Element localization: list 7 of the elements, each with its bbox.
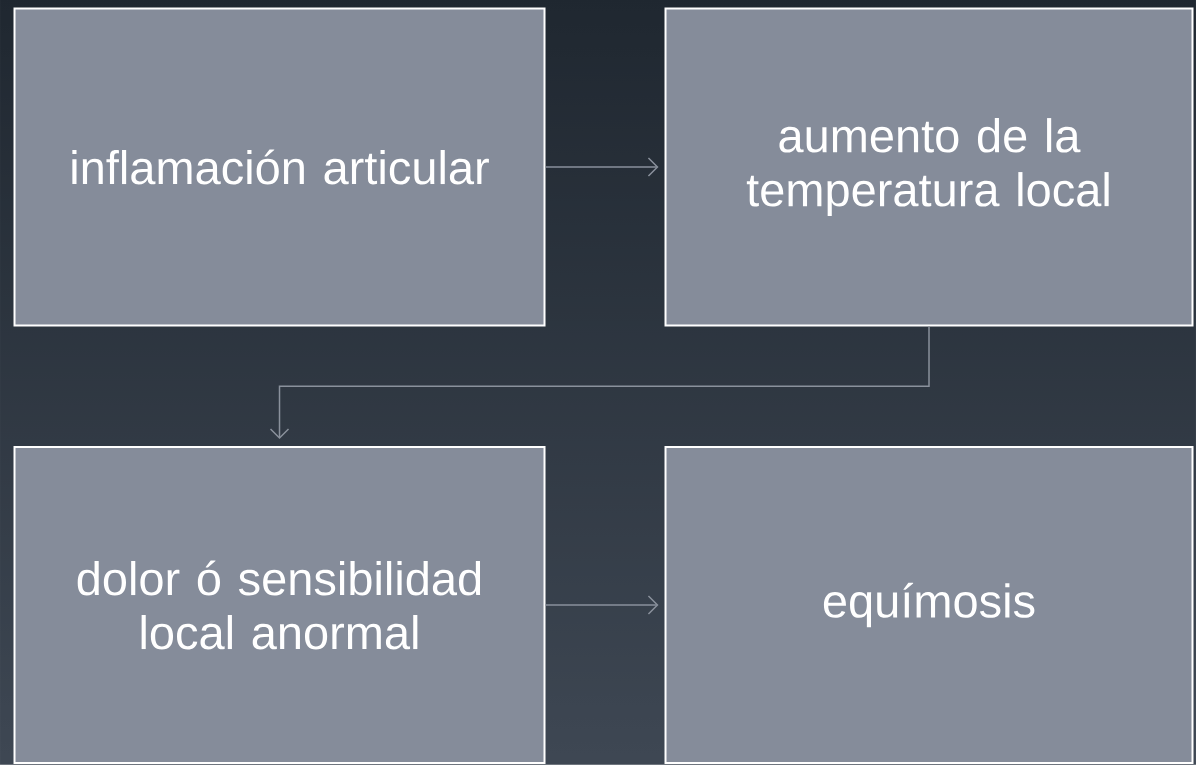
arrow: [544, 595, 659, 615]
process-box: aumento de la temperatura local: [664, 7, 1194, 327]
process-box: inflamación articular: [13, 7, 546, 327]
process-box: dolor ó sensibilidad local anormal: [13, 446, 546, 764]
arrow: [544, 157, 659, 177]
arrow: [269, 325, 930, 439]
process-box: equímosis: [664, 446, 1194, 764]
